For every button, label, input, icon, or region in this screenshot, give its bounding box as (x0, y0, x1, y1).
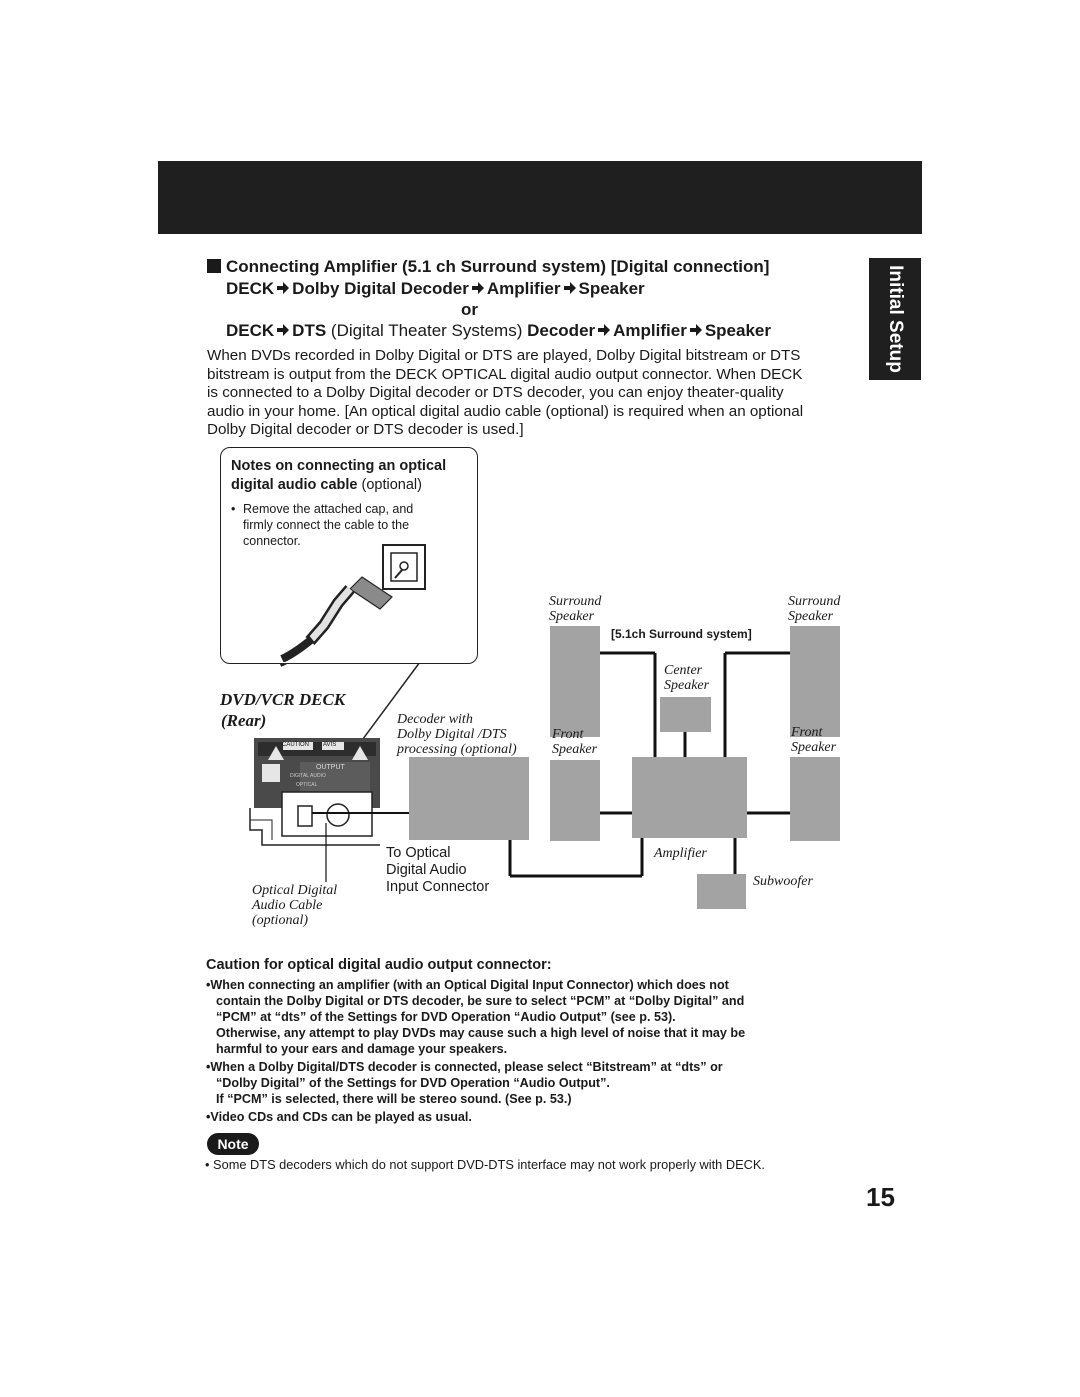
notes-bullet: •Remove the attached cap, and firmly con… (231, 502, 414, 548)
center-speaker (660, 697, 711, 732)
to-optical-label: To Optical Digital Audio Input Connector (386, 845, 490, 895)
caution-line: •When connecting an amplifier (with an O… (206, 978, 729, 992)
panel-digital-audio: DIGITAL AUDIO (290, 773, 326, 779)
header-band (158, 161, 922, 234)
note-text: • Some DTS decoders which do not support… (205, 1157, 765, 1172)
decoder-box (409, 757, 529, 840)
amplifier-label: Amplifier (654, 846, 707, 861)
panel-output: OUTPUT (316, 764, 345, 771)
caution-title: Caution for optical digital audio output… (206, 957, 552, 973)
surround-speaker-right (790, 626, 840, 737)
arrow-right-icon (471, 282, 484, 294)
surround-left-label: Surround Speaker (549, 594, 602, 624)
deck-label: DVD/VCR DECK (220, 690, 346, 709)
system-label: [5.1ch Surround system] (611, 627, 752, 641)
arrow-right-icon (277, 324, 290, 336)
panel-optical: OPTICAL (296, 782, 318, 788)
square-bullet-icon (207, 259, 221, 273)
intro-paragraph: When DVDs recorded in Dolby Digital or D… (207, 347, 804, 438)
amplifier-box (632, 757, 747, 838)
subwoofer-label: Subwoofer (753, 874, 813, 889)
notes-title: Notes on connecting an optical digital a… (231, 458, 447, 493)
caution-line: If “PCM” is selected, there will be ster… (216, 1092, 572, 1106)
front-speaker-right (790, 757, 840, 841)
deck-rear-panel (249, 738, 380, 846)
front-right-label: Front Speaker (791, 725, 837, 755)
caution-line: •When a Dolby Digital/DTS decoder is con… (206, 1060, 723, 1074)
center-label: Center Speaker (664, 663, 710, 693)
page-number: 15 (866, 1182, 895, 1212)
decoder-label: Decoder with Dolby Digital /DTS processi… (397, 712, 517, 757)
panel-avis: AVIS (323, 742, 337, 748)
caution-line: “PCM” at “dts” of the Settings for DVD O… (216, 1010, 676, 1024)
cable-label: Optical Digital Audio Cable (optional) (252, 883, 338, 928)
caution-line: harmful to your ears and damage your spe… (216, 1042, 508, 1056)
surround-speaker-left (550, 626, 600, 737)
caution-line: •Video CDs and CDs can be played as usua… (206, 1110, 472, 1124)
arrow-right-icon (277, 282, 290, 294)
arrow-right-icon (598, 324, 611, 336)
panel-caution: CAUTION (282, 742, 309, 748)
subwoofer-box (697, 874, 746, 909)
notes-box (220, 447, 478, 664)
caution-line: Otherwise, any attempt to play DVDs may … (216, 1026, 746, 1040)
arrow-right-icon (563, 282, 576, 294)
front-speaker-left (550, 760, 600, 841)
heading-line1: Connecting Amplifier (5.1 ch Surround sy… (207, 257, 769, 277)
heading-or: or (461, 300, 478, 319)
caution-line: contain the Dolby Digital or DTS decoder… (216, 994, 745, 1008)
front-left-label: Front Speaker (552, 727, 598, 757)
section-tab: Initial Setup (869, 258, 921, 380)
rear-label: (Rear) (221, 711, 267, 730)
arrow-right-icon (689, 324, 702, 336)
note-badge: Note (207, 1133, 259, 1155)
caution-line: “Dolby Digital” of the Settings for DVD … (216, 1076, 610, 1090)
plug-drawing (280, 544, 426, 662)
surround-right-label: Surround Speaker (788, 594, 841, 624)
